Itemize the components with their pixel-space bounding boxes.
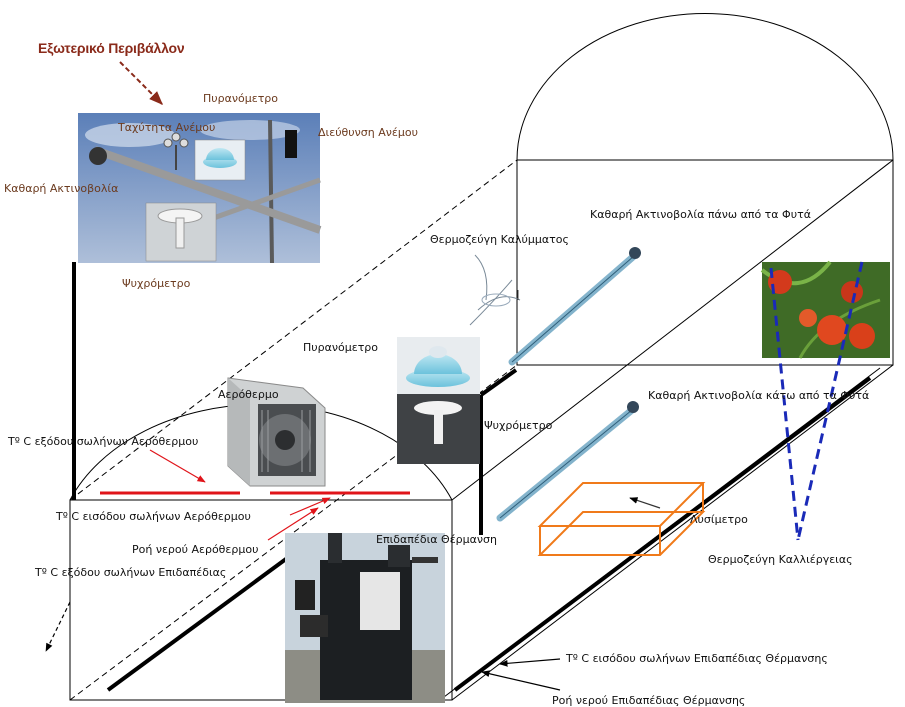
air-heater-outlet-temp-label: Τº C εξόδου σωλήνων Αερόθερμου [8,435,199,448]
anemometer [163,132,189,170]
annotation-arrows [45,61,561,691]
net-radiation-label: Καθαρή Ακτινοβολία [4,182,119,195]
floor-outlet-arrow [45,601,71,652]
lysimeter-arrow [629,497,661,509]
upper-pipe [479,368,518,397]
floor-heating-photo [285,533,445,703]
floor-inlet-arrow [499,658,561,667]
black-pipes [72,262,872,692]
net-radiometer-below [496,401,639,522]
lysimeter-label: Λυσίμετρο [690,513,748,526]
floor-outlet-temp-label: Τº C εξόδου σωλήνων Επιδαπέδιας [35,566,227,579]
air-heater-inlet-temp-label: Τº C εισόδου σωλήνων Αερόθερμου [56,510,251,523]
air-heater-photo [227,377,326,487]
external-env-arrow [119,61,163,105]
edge-bottom-right [451,364,894,701]
wind-speed-label: Ταχύτητα Ανέμου [118,121,216,134]
net-radiation-above-label: Καθαρή Ακτινοβολία πάνω από τα Φυτά [590,208,811,221]
air-heater-flow-arrow [267,507,319,541]
far-dome-arch [516,12,894,161]
air-heater-outlet-arrow [149,449,206,483]
psychrometer-outside-label: Ψυχρόμετρο [122,277,191,290]
pyranometer-outside-label: Πυρανόμετρο [203,92,279,105]
crop-thermocouple-label: Θερμοζεύγη Καλλιέργειας [708,553,853,566]
cover-thermocouple-graphic [469,254,521,326]
weather-station-photo [78,113,322,264]
floor-water-flow-label: Ροή νερού Επιδαπέδιας Θέρμανσης [552,694,746,707]
air-heater-inlet-arrow [289,497,331,516]
lysimeter-box [537,482,706,556]
edge-top-right [451,159,894,501]
air-heater-label: Αερόθερμο [218,388,279,401]
floor-heating-label: Επιδαπέδια Θέρμανση [376,533,497,546]
dashed-edge-top [69,159,518,501]
floor-flow-arrow [481,670,561,691]
psychrometer-inside-label: Ψυχρόμετρο [484,419,553,432]
far-end-frame [516,159,894,366]
wind-direction-label: Διεύθυνση Ανέμου [318,126,418,139]
floor-inlet-temp-label: Τº C εισόδου σωλήνων Επιδαπέδιας Θέρμανσ… [566,652,828,665]
external-environment-label: Εξωτερικό Περιβάλλον [38,40,185,56]
tomato-crop-photo [760,260,890,359]
near-end-frame [69,499,453,701]
floor-pipe-right [453,376,872,692]
floor-pipe-left [106,543,307,692]
cover-thermocouple-label: Θερμοζεύγη Καλύμματος [430,233,569,246]
crop-thermocouple-lines [769,261,864,541]
pyranometer-inside-label: Πυρανόμετρο [303,341,379,354]
net-radiation-below-label: Καθαρή Ακτινοβολία κάτω από τα Φυτά [648,389,870,402]
air-heater-water-flow-label: Ροή νερού Αερόθερμου [132,543,259,556]
net-radiometer-above [508,247,641,366]
inside-sensors-photo [397,337,480,464]
